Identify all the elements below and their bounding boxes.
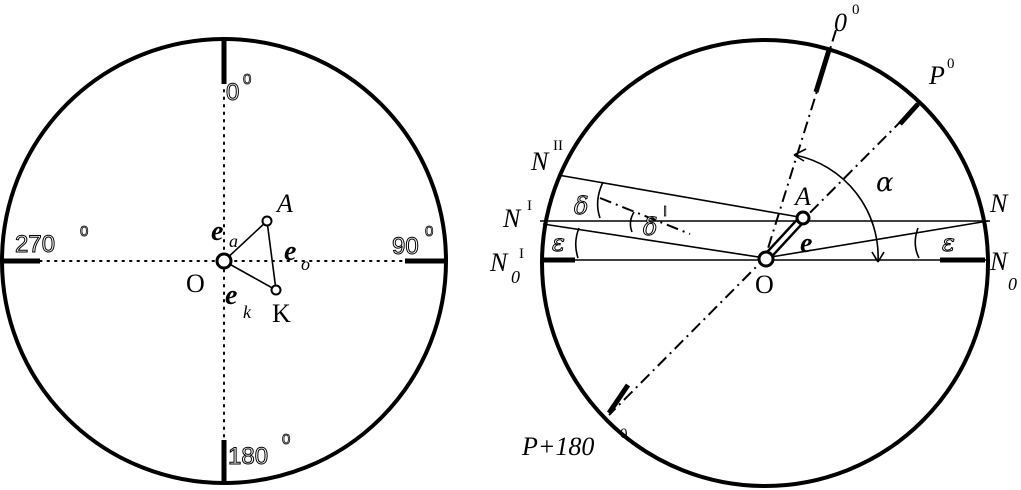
left-point-o-label: O (186, 269, 205, 298)
right-label-n0-prime-sup: I (519, 246, 524, 262)
left-point-o-marker (215, 252, 233, 270)
left-label-north-sup: 0 (243, 71, 251, 88)
right-eps-right-arc (914, 227, 920, 259)
right-label-n: N (989, 189, 1009, 218)
right-label-north: 0 (834, 8, 847, 37)
right-angle-delta-prime: δ (643, 213, 657, 241)
left-point-a-marker (261, 215, 273, 227)
left-vector-ea-sub: a (229, 231, 238, 251)
right-eps-left-arc (574, 227, 580, 259)
left-label-east: 90 (392, 233, 419, 260)
left-point-k-label: K (272, 299, 291, 328)
left-vector-ek-sub: k (243, 302, 252, 322)
right-label-n1: N (502, 204, 522, 233)
left-label-north: 0 (226, 79, 239, 106)
right-point-o-marker (757, 250, 775, 268)
right-point-a-marker (795, 210, 811, 226)
right-angle-delta: δ (574, 192, 588, 220)
right-label-n2-sup: II (553, 138, 563, 154)
left-vector-eo-label: e (284, 236, 296, 267)
left-vector-eo-sub: o (301, 254, 310, 274)
right-line-n2-a (557, 174, 806, 219)
right-label-n1-sup: I (527, 198, 532, 214)
left-point-k-marker (270, 284, 282, 296)
right-point-o-label: O (755, 270, 774, 299)
right-line-n1-o (542, 223, 766, 259)
right-north-line (764, 29, 837, 259)
left-label-west: 270 (15, 231, 55, 258)
right-vector-e-fill (764, 216, 805, 260)
right-label-n2: N (530, 147, 550, 176)
right-label-n0-sub: 0 (1008, 274, 1017, 294)
right-diagram: 0 0 P 0 P+180 0 N II N I N 0 I N N 0 A O… (489, 2, 1017, 488)
right-point-a-label: A (793, 182, 811, 211)
right-label-p: P (928, 61, 945, 90)
left-label-east-sup: 0 (425, 223, 433, 240)
left-vector-eo (266, 220, 277, 291)
left-label-south-sup: 0 (282, 431, 290, 448)
right-label-p-sup: 0 (947, 56, 955, 72)
right-angle-eps-left: ε (552, 229, 565, 257)
right-alpha-arc (794, 154, 879, 263)
left-vector-ek-label: e (225, 280, 237, 311)
left-label-west-sup: 0 (80, 223, 88, 240)
right-tick-p (898, 102, 920, 126)
left-vector-ea (223, 220, 268, 262)
right-delta-prime-arc (629, 211, 635, 233)
right-alpha-arrow-end (871, 251, 885, 263)
right-tick-north (813, 49, 832, 93)
right-compass-circle (540, 38, 990, 488)
left-point-a-label: A (275, 189, 293, 218)
right-label-n0-prime: N (489, 248, 509, 277)
right-angle-delta-prime-sup: I (663, 203, 667, 220)
right-delta-arc (596, 181, 604, 219)
right-label-p180-sup: 0 (620, 426, 628, 442)
right-angle-alpha: α (876, 168, 894, 198)
right-line-delta-prime (599, 197, 691, 235)
right-label-n0: N (989, 247, 1009, 276)
left-vector-ea-label: e (211, 216, 223, 247)
left-diagram: 0 0 90 0 180 0 270 0 O A K e a e o e k (0, 37, 448, 485)
left-vector-ek (223, 260, 277, 291)
right-tick-p180 (606, 383, 631, 415)
right-alpha-arrow-start (793, 148, 807, 162)
right-label-p180: P+180 (521, 432, 594, 461)
right-vector-e-label: e (800, 228, 812, 259)
left-label-south: 180 (228, 443, 268, 470)
right-label-n0-prime-sub: 0 (511, 267, 520, 287)
right-angle-eps-right: ε (942, 229, 955, 257)
right-label-north-sup: 0 (852, 2, 860, 18)
